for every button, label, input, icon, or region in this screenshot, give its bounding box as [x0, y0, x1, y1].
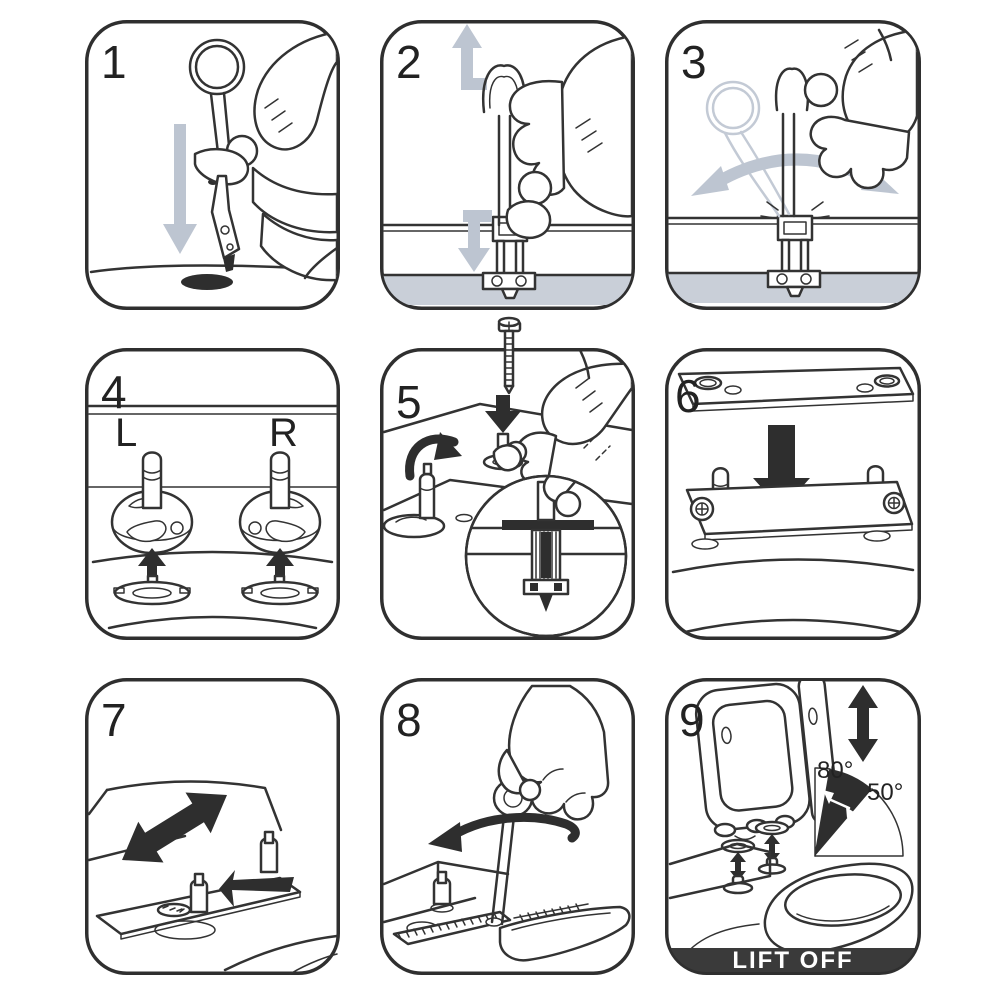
angle-fan-icon	[814, 767, 904, 857]
panel-2: 2	[380, 20, 635, 310]
step-number: 6	[675, 370, 701, 422]
step-number: 3	[681, 36, 707, 88]
toilet-bowl-icon	[668, 842, 914, 961]
panel-9: LIFT OFF 80° 50° 9	[665, 678, 921, 975]
snap-burst-icon	[760, 201, 830, 219]
mounting-plate-icon	[392, 870, 589, 946]
fixing-hole-icon	[181, 274, 233, 290]
push-down-arrow-icon	[458, 210, 492, 272]
clamp-plate	[502, 520, 594, 530]
panel-1: 1	[85, 20, 340, 310]
hand-icon	[492, 351, 632, 485]
hand-icon	[505, 34, 632, 239]
hinge-plate-icon	[677, 366, 915, 412]
tool-ghost-icon	[705, 80, 791, 218]
expansion-bolt-icon	[766, 214, 822, 298]
label-left: L	[115, 411, 137, 455]
rotate-arrow-icon	[405, 432, 462, 481]
step-number: 5	[396, 376, 422, 428]
panel-6: 6	[665, 348, 921, 640]
anchor-rod	[541, 532, 551, 578]
panel-7: 7	[85, 678, 340, 975]
angle-open-label: 80°	[817, 757, 853, 784]
bowl-rim	[91, 550, 334, 564]
step-number: 8	[396, 694, 422, 746]
banner-label: LIFT OFF	[732, 947, 853, 974]
wing-nut-icon	[210, 174, 241, 272]
push-down-arrow-icon	[485, 395, 521, 433]
bowl-rim	[671, 558, 915, 574]
anchor-tip	[539, 594, 553, 612]
bowl-front	[683, 618, 903, 634]
step-number: 7	[101, 694, 127, 746]
rotate-arrow-icon	[428, 812, 580, 852]
angle-close-label: 50°	[867, 779, 903, 806]
screw-icon	[497, 316, 522, 395]
hand-icon	[803, 28, 918, 190]
up-down-arrow-icon	[848, 685, 878, 762]
up-arrow-icon	[138, 548, 166, 580]
fixing-plate-icon	[382, 462, 446, 539]
mounting-plate-icon	[95, 830, 302, 940]
cross-section-inset-icon	[464, 474, 628, 638]
panel-4: L R 4	[85, 348, 340, 640]
adjust-arrow-icon	[219, 870, 294, 907]
step-number: 2	[396, 36, 422, 88]
step-number: 1	[101, 36, 127, 88]
panel-8: 8	[380, 678, 635, 975]
panel-3: 3	[665, 20, 921, 310]
slide-double-arrow-icon	[122, 792, 227, 863]
base-plate-icon	[113, 574, 191, 606]
insert-down-arrow-icon	[163, 124, 197, 254]
toilet-bowl-icon	[498, 905, 631, 962]
fixing-assembly-left	[110, 451, 194, 606]
mounting-plate-icon	[685, 465, 914, 550]
fixing-hole-icon	[455, 513, 473, 523]
fingertip	[803, 72, 839, 108]
fingertip	[554, 490, 582, 518]
hand-icon	[497, 684, 610, 821]
pull-up-arrow-icon	[452, 24, 487, 90]
label-right: R	[269, 411, 298, 455]
fingertip	[518, 778, 542, 802]
panel-5: 5	[380, 316, 635, 640]
banner	[668, 948, 918, 972]
step-number: 4	[101, 366, 127, 418]
up-down-arrow-small-icon	[764, 834, 780, 863]
step-number: 9	[679, 694, 705, 746]
bowl-front	[107, 615, 318, 630]
threaded-hole	[156, 902, 192, 918]
hand-icon	[193, 30, 337, 282]
motion-dashes	[583, 431, 611, 461]
up-down-arrow-small-icon	[730, 852, 746, 881]
fingertip	[517, 170, 553, 206]
